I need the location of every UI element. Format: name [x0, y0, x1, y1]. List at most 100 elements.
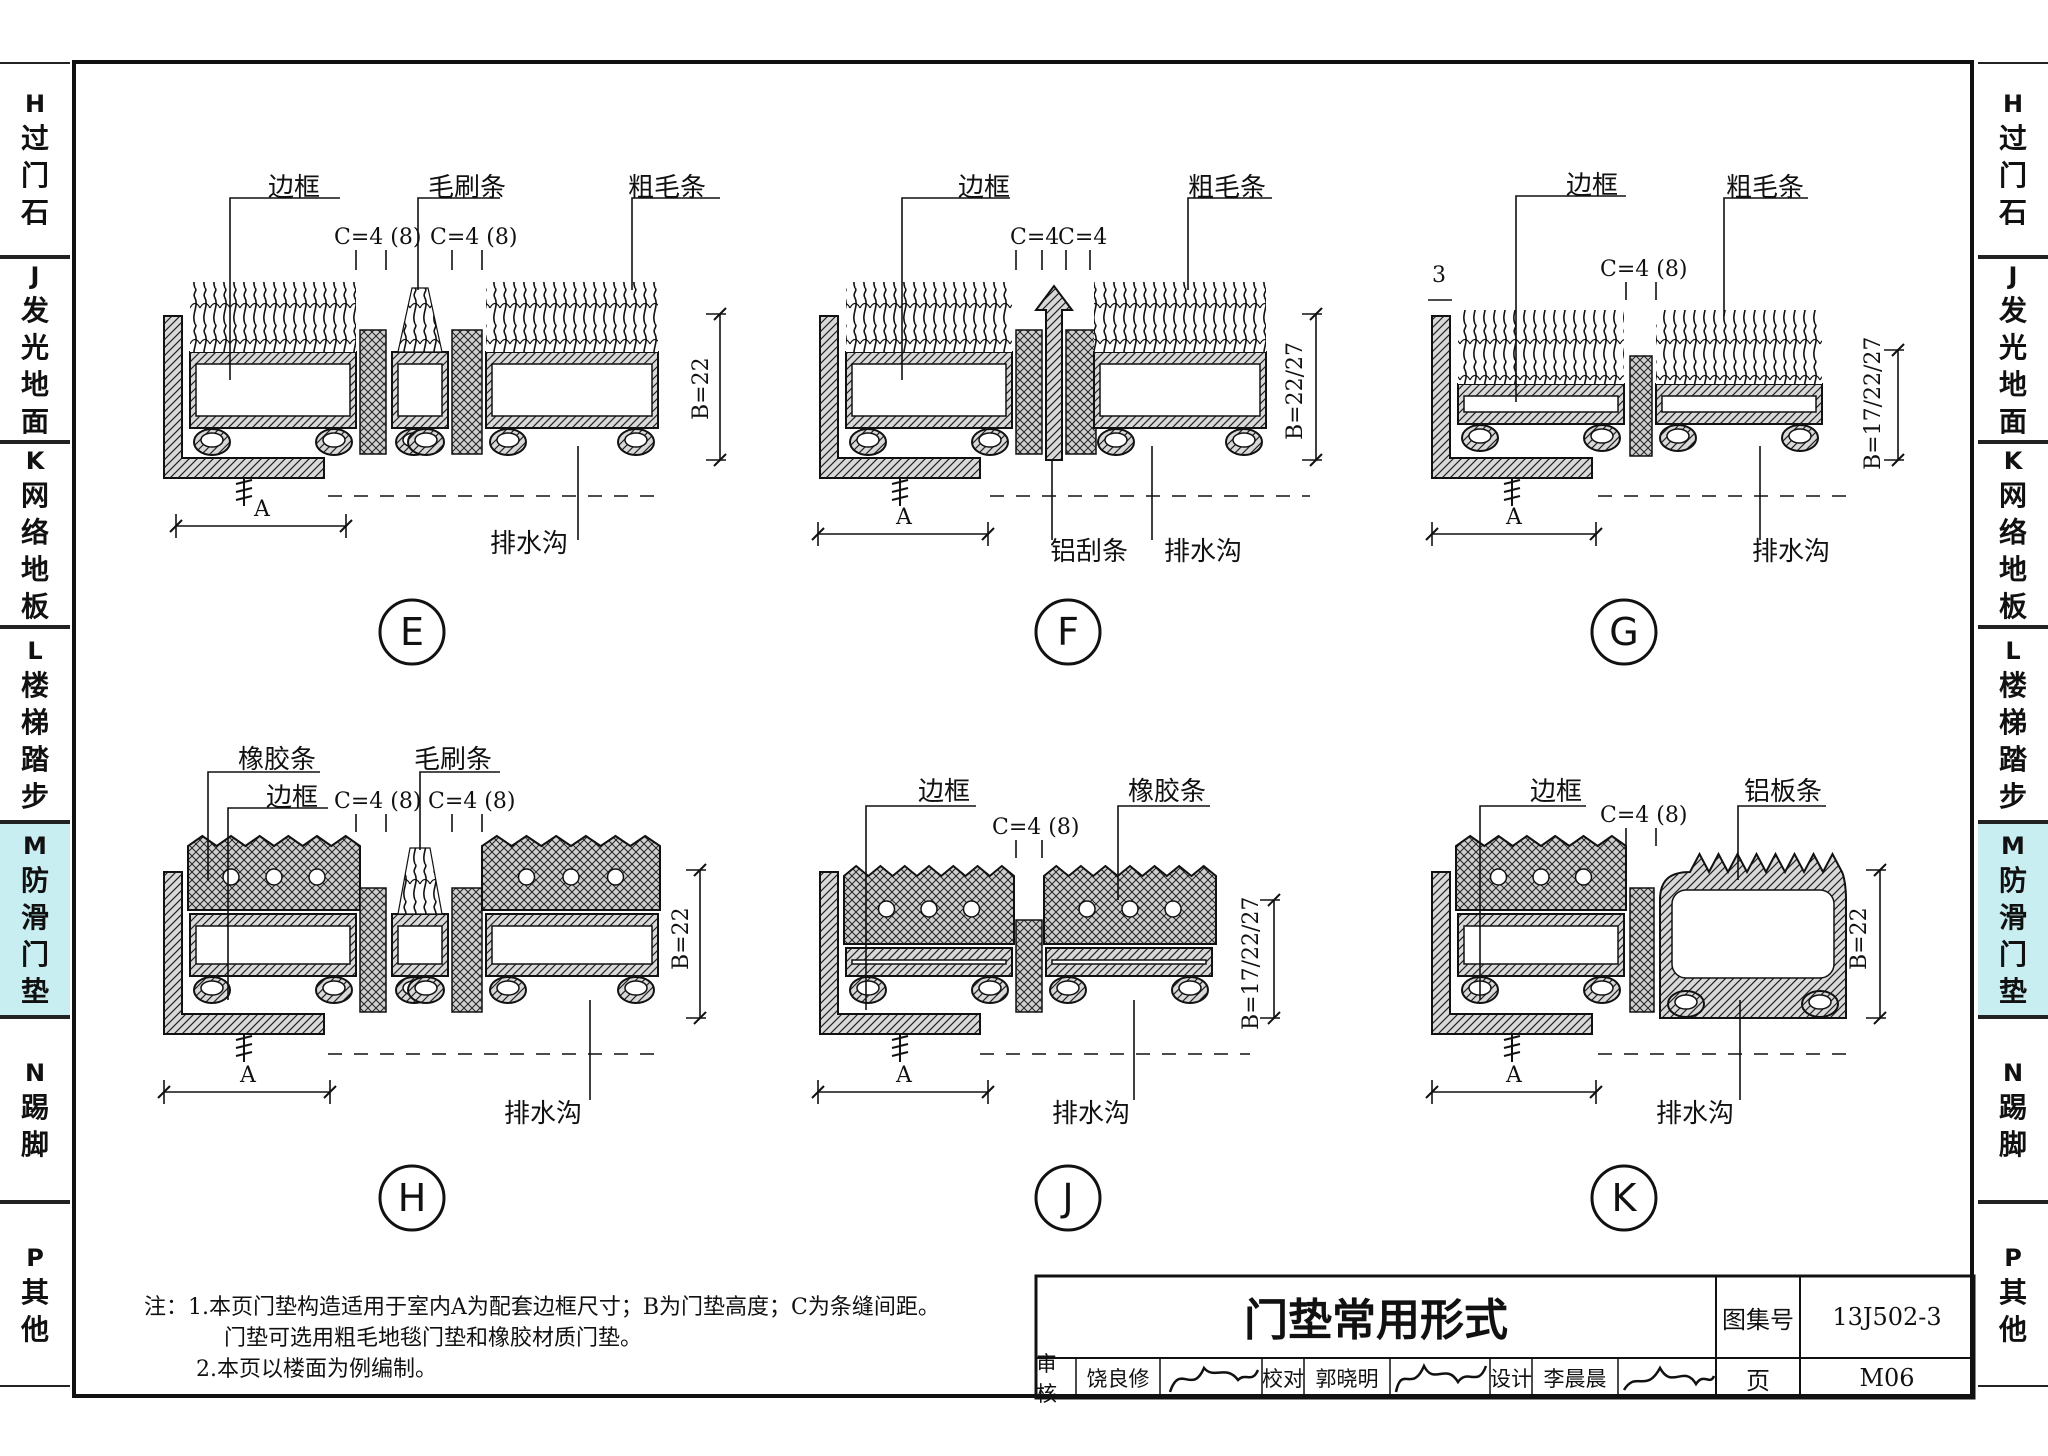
side-tab-char: 络 — [1998, 515, 2027, 549]
drawing-title: 门垫常用形式 — [1244, 1295, 1508, 1346]
label-coarse: 粗毛条 — [1726, 173, 1804, 203]
reviewer-signature — [1168, 1365, 1260, 1393]
label-leader — [1187, 197, 1272, 290]
dim-width: A — [895, 1063, 913, 1088]
rubber-hole — [222, 868, 240, 886]
bristle-strip — [1458, 310, 1624, 384]
detail-K: 边框铝板条C=4 (8)B=22A排水沟K — [1425, 777, 1887, 1232]
rubber-hole — [1121, 900, 1139, 918]
side-tab-char: 防 — [1998, 863, 2027, 897]
side-tab-char: 面 — [1998, 404, 2027, 438]
rubber-foot-core — [1808, 994, 1832, 1010]
rubber-foot-core — [496, 432, 520, 448]
rubber-hole — [517, 868, 536, 886]
side-tab-char: 步 — [1998, 779, 2027, 813]
drawing-frame — [72, 60, 1974, 1398]
rubber-foot-core — [322, 432, 346, 448]
side-tab-char: 其 — [1998, 1275, 2027, 1309]
label-frame: 边框 — [958, 173, 1010, 203]
rubber-hole — [265, 868, 283, 886]
label-leader — [207, 771, 320, 880]
edge-frame — [1431, 315, 1593, 479]
profile-cavity — [195, 363, 351, 417]
label-leader — [901, 197, 1010, 380]
label-brush: 毛刷条 — [414, 745, 492, 775]
side-tab-char: 门 — [20, 937, 49, 971]
rubber-foot-core — [1056, 980, 1080, 996]
detail-J: 边框橡胶条C=4 (8)B=17/22/27A排水沟J — [811, 777, 1281, 1232]
side-tab-char: 门 — [1998, 159, 2027, 192]
edge-frame — [163, 315, 325, 479]
side-tab-char: 楼 — [20, 668, 49, 702]
detail-marker-letter: J — [1060, 1176, 1073, 1220]
check-label: 校对 — [1262, 1367, 1304, 1391]
side-tab-char: 发 — [1998, 293, 2027, 327]
side-tab-char: 发 — [20, 293, 49, 327]
page-number: M06 — [1859, 1364, 1915, 1392]
side-tab-letter: P — [2004, 1243, 2022, 1272]
profile-cavity — [851, 363, 1007, 417]
rubber-hole — [877, 900, 896, 918]
rubber-foot-core — [1178, 980, 1202, 996]
rubber-foot-core — [1104, 432, 1128, 448]
detail-marker-letter: K — [1612, 1176, 1638, 1220]
dim-height: B=17/22/27 — [1239, 897, 1264, 1030]
designer-signature — [1622, 1365, 1716, 1391]
rubber-foot-core — [200, 980, 224, 996]
profile-cavity — [491, 363, 653, 417]
alu-scraper — [1034, 284, 1074, 461]
side-tab-char: 他 — [1998, 1312, 2027, 1346]
side-tab-letter: M — [23, 831, 47, 860]
joint-filler — [1015, 329, 1043, 455]
side-tab-letter: L — [2005, 636, 2021, 665]
joint-filler — [451, 887, 483, 1013]
rubber-foot-core — [1590, 428, 1614, 444]
label-coarse: 粗毛条 — [1188, 173, 1266, 203]
rubber-hole — [962, 900, 981, 918]
rubber-hole — [1532, 868, 1550, 886]
rubber-foot-core — [496, 980, 520, 996]
side-tab-char: 过 — [1998, 122, 2027, 155]
side-tab-char: 网 — [1998, 478, 2027, 512]
side-tab-char: 步 — [20, 779, 49, 813]
rubber-foot-core — [1468, 428, 1492, 444]
side-tab-char: 光 — [1998, 330, 2027, 364]
rubber-foot-core — [856, 432, 880, 448]
rubber-foot-core — [978, 980, 1002, 996]
side-tab-char: 滑 — [20, 900, 49, 934]
notes: 注：1.本页门垫构造适用于室内A为配套边框尺寸；B为门垫高度；C为条缝间距。 门… — [144, 1292, 1024, 1385]
label-leader — [229, 197, 340, 380]
side-tab-char: 踏 — [1998, 742, 2027, 776]
side-tab-char: 梯 — [20, 705, 49, 739]
label-leader — [417, 197, 500, 290]
anchor-screw — [1503, 478, 1521, 506]
side-tab-char: 地 — [20, 367, 49, 401]
edge-frame — [819, 315, 981, 479]
label-frame: 边框 — [918, 777, 970, 807]
label-leader — [1479, 805, 1586, 1000]
side-tab-char: 脚 — [1998, 1127, 2027, 1161]
label-leader — [1117, 805, 1210, 900]
profile-cavity — [1051, 959, 1207, 965]
label-frame: 边框 — [1566, 171, 1618, 201]
review-label: 审核 — [1036, 1352, 1057, 1406]
side-tab-char: 踢 — [20, 1090, 49, 1124]
side-tab-char: 脚 — [20, 1127, 49, 1161]
side-tab-char: 其 — [20, 1275, 49, 1309]
dim-width: A — [1505, 1063, 1523, 1088]
